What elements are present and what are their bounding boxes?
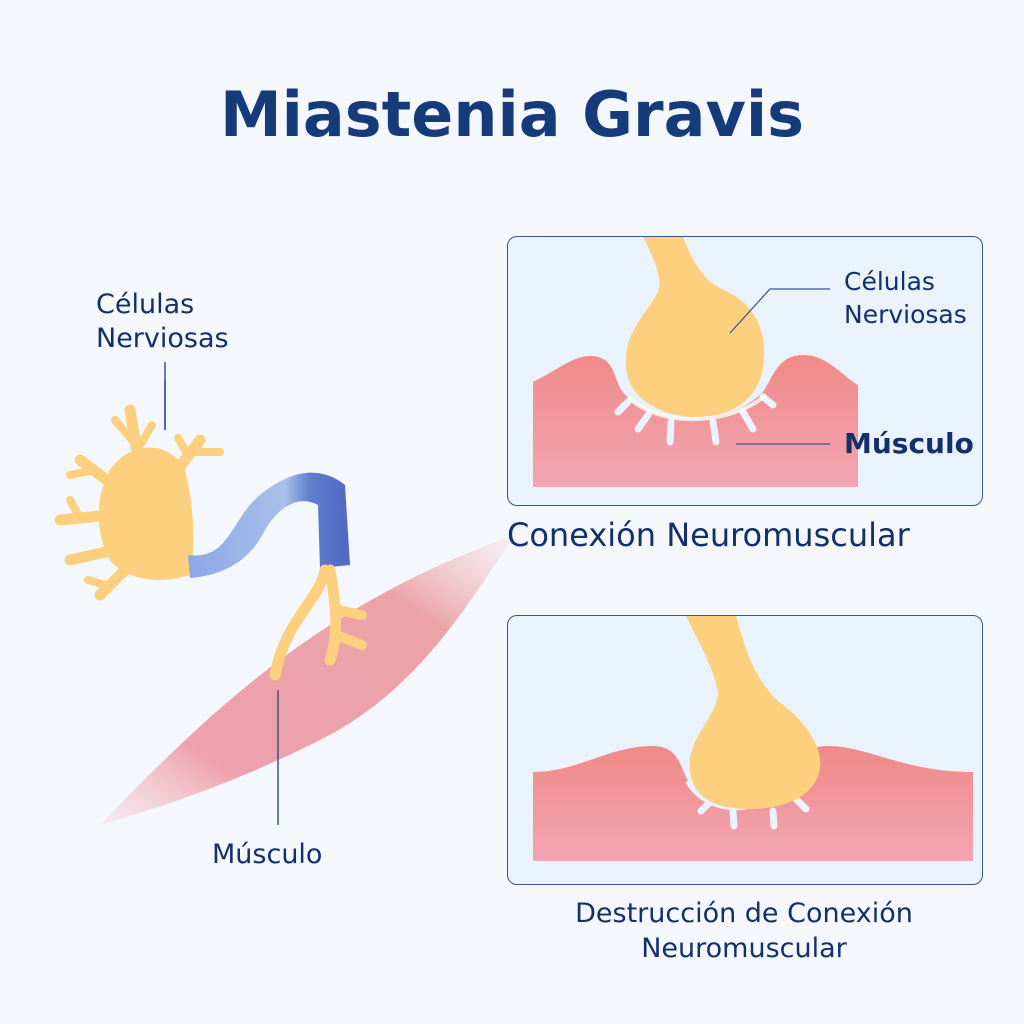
panel-nerve-label-line1: Células [844,267,935,296]
nerve-label-line1: Células [96,289,195,320]
destroyed-junction-illustration [533,616,973,861]
panel-nerve-label-line2: Nerviosas [844,300,967,329]
axon [188,472,350,578]
neuromuscular-junction-panel: Células Nerviosas Músculo [507,236,983,506]
nerve-leader-line [164,362,166,430]
muscle-shape [100,535,515,825]
caption-line2: Neuromuscular [641,933,847,964]
caption-line1: Destrucción de Conexión [575,898,913,929]
left-illustration [54,380,515,825]
destroyed-junction-panel [507,615,983,885]
panel-nerve-label: Células Nerviosas [844,265,967,331]
junction-illustration [533,237,858,487]
destroyed-junction-caption: Destrucción de Conexión Neuromuscular [507,896,981,966]
junction-caption: Conexión Neuromuscular [507,516,910,554]
page-title: Miastenia Gravis [219,78,805,151]
left-muscle-label: Músculo [212,839,323,870]
nerve-label-line2: Nerviosas [96,323,229,354]
left-nerve-label: Células Nerviosas [96,288,229,356]
panel-muscle-label: Músculo [844,427,974,460]
